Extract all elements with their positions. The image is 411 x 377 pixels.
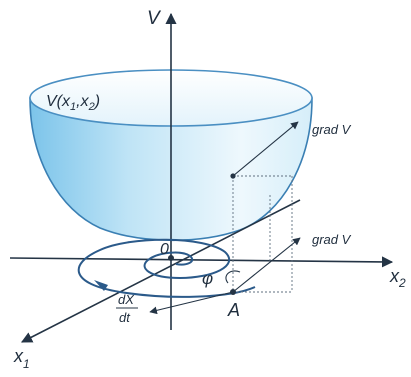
x1-axis xyxy=(21,199,301,343)
grad-label-lower: grad V xyxy=(312,232,352,247)
grad-label-upper: grad V xyxy=(312,122,352,137)
grad-vector-lower xyxy=(232,237,301,293)
v-axis-label: V xyxy=(147,8,162,29)
dxdt-vector xyxy=(149,291,234,315)
trajectory-spiral xyxy=(77,238,256,298)
trajectory-arrow xyxy=(94,280,108,291)
origin-label: 0 xyxy=(160,241,169,258)
x2-axis-label: x2 xyxy=(389,266,406,290)
grad-vector-upper xyxy=(232,121,299,177)
x2-axis xyxy=(9,256,394,268)
point-a xyxy=(230,289,236,295)
x1-axis-label: x1 xyxy=(13,346,30,371)
origin-point xyxy=(168,255,174,261)
phi-arc xyxy=(225,270,241,284)
dxdt-denominator: dt xyxy=(119,310,131,325)
dxdt-numerator: dX xyxy=(118,292,135,307)
point-a-label: A xyxy=(227,300,240,320)
function-label: V(x1,x2) xyxy=(46,93,100,113)
phi-label: φ xyxy=(202,269,213,288)
